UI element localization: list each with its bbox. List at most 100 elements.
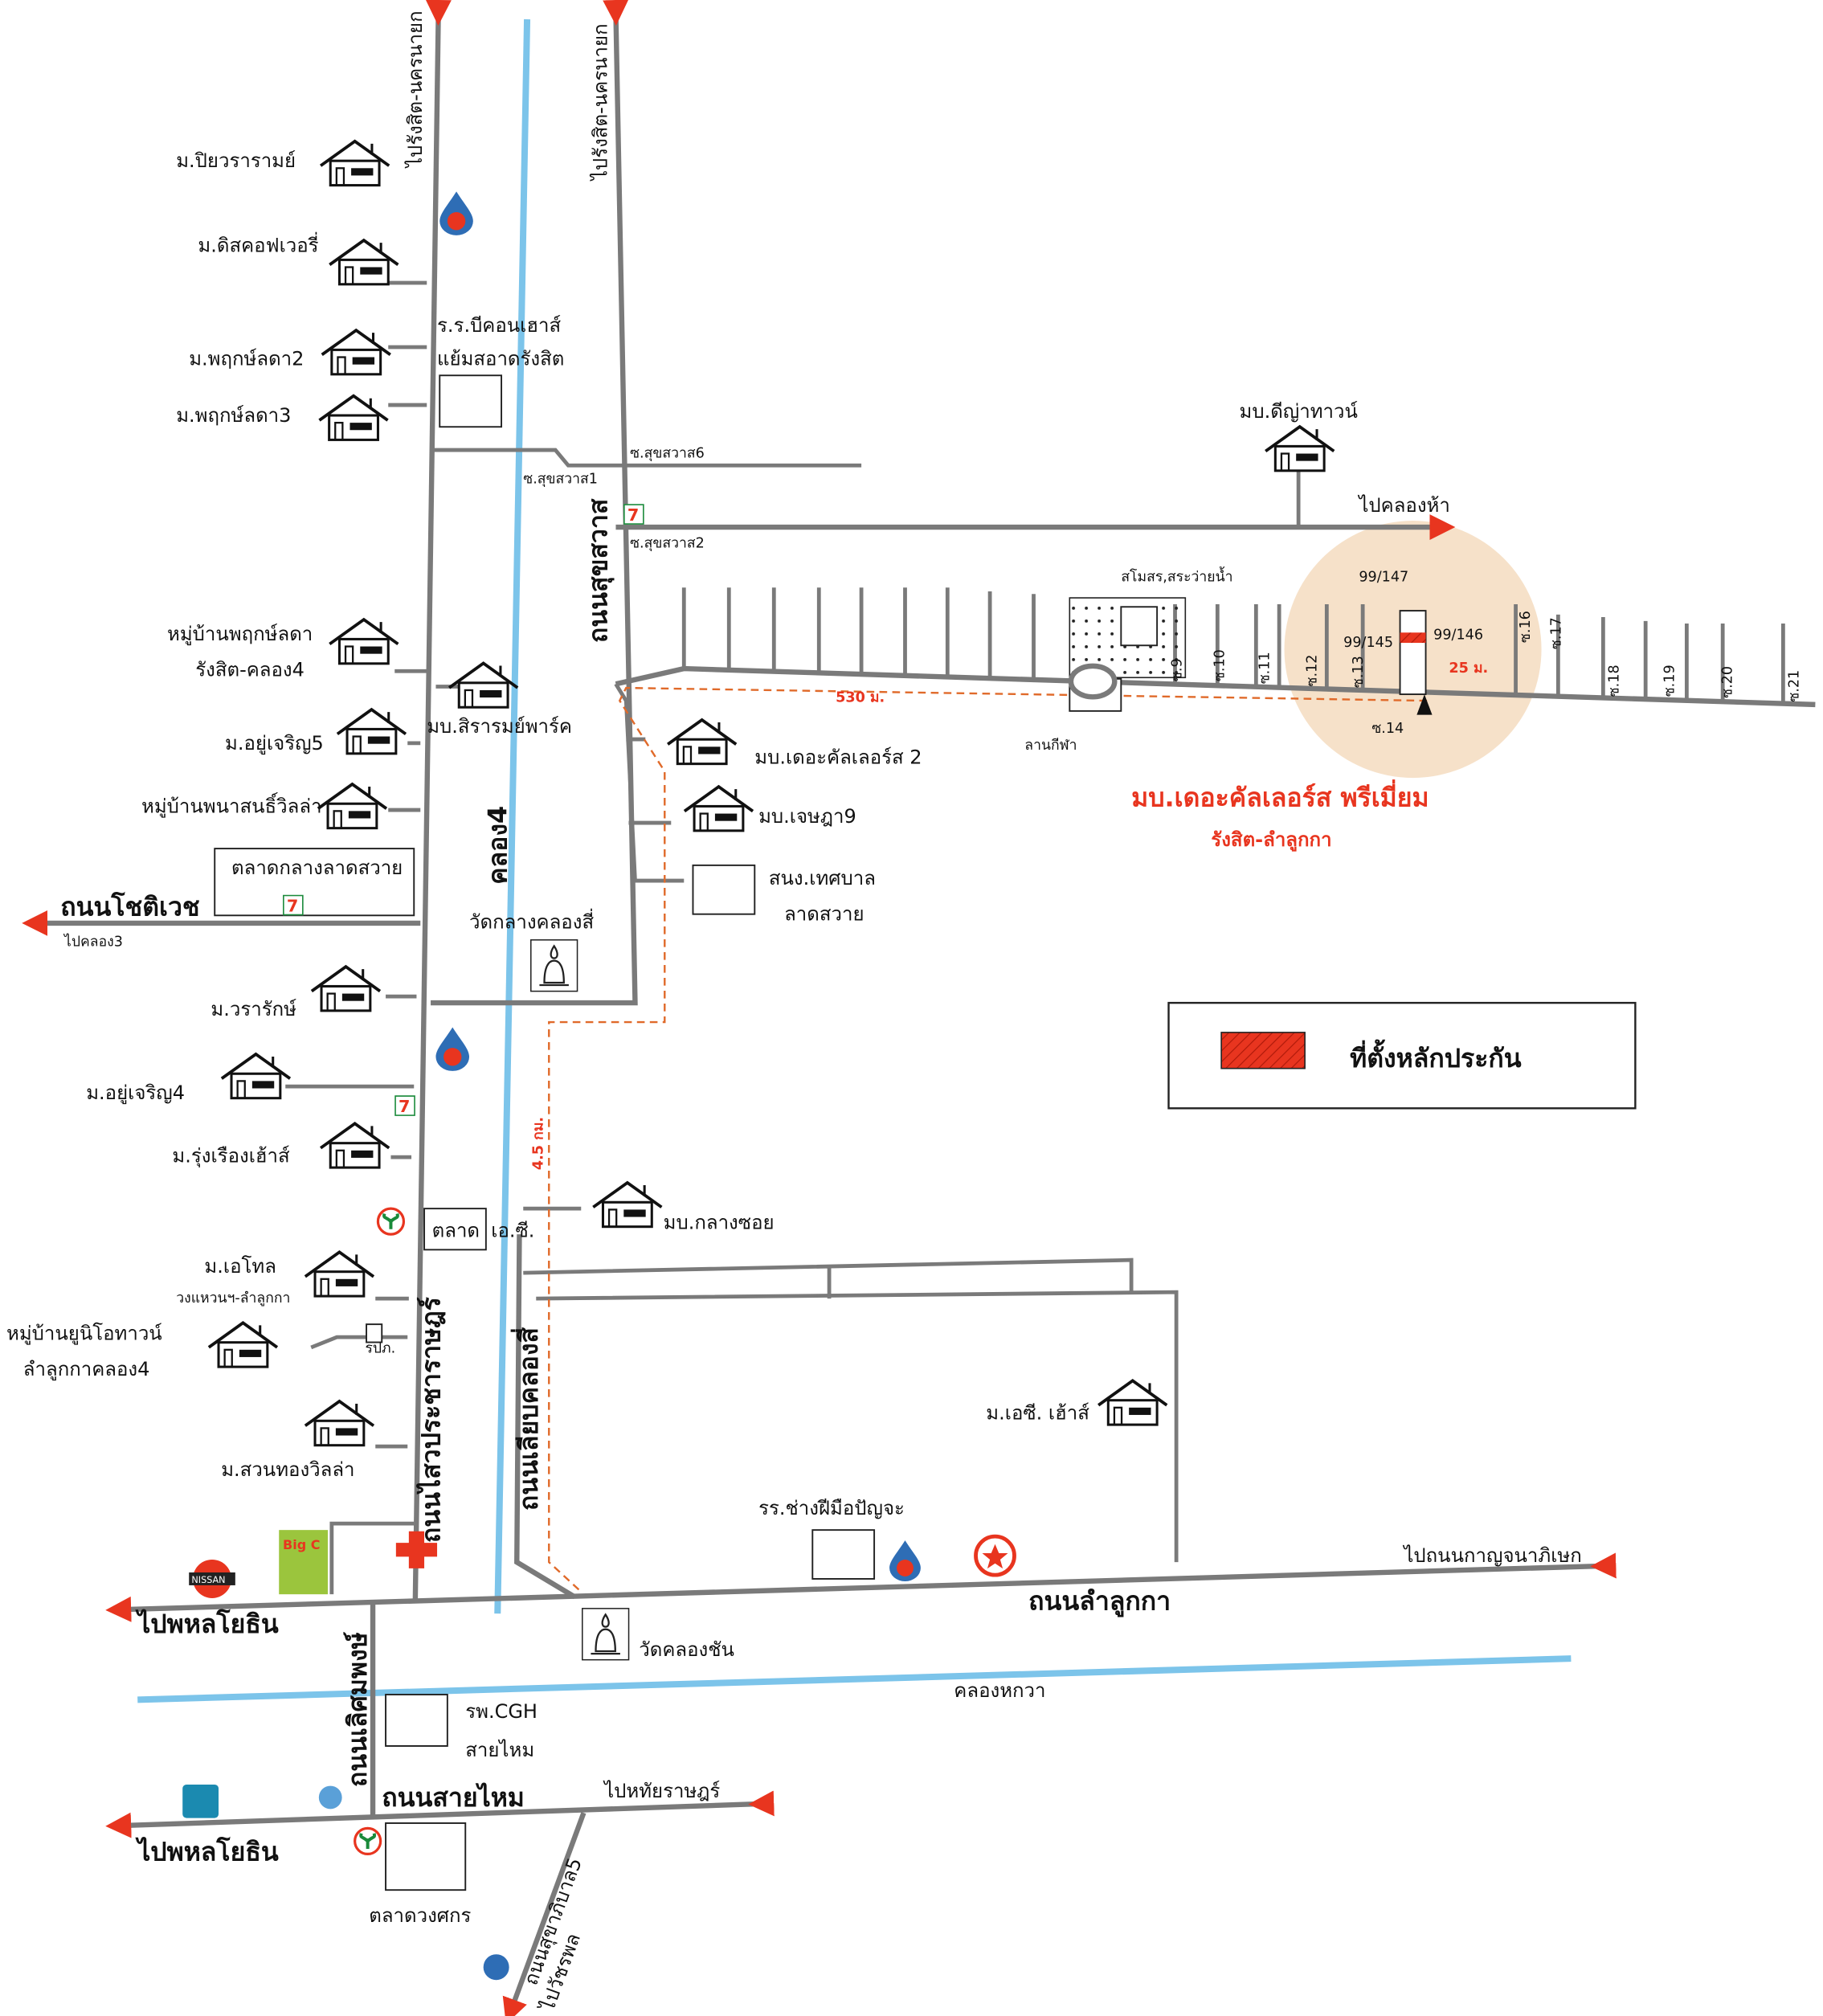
chotiwet-label: ถนนโชติเวช [60, 891, 199, 922]
ptt-station-icon [435, 1027, 470, 1071]
place-label: สนง.เทศบาล [769, 867, 876, 889]
place-label: แย้มสอาดรังสิต [437, 347, 564, 370]
house-icon [448, 661, 520, 709]
place-label: ม.ปิยวรารามย์ [176, 149, 296, 172]
house-icon [591, 1181, 664, 1229]
kasikorn-bank-icon [355, 1828, 381, 1854]
place-label: ตลาดวงศกร [369, 1904, 471, 1927]
svg-text:ซ.9: ซ.9 [1170, 658, 1186, 681]
svg-text:ซ.12: ซ.12 [1305, 655, 1321, 687]
legend-swatch [1220, 1032, 1306, 1069]
club-label: สโมสร,สระว่ายน้ำ [1121, 566, 1232, 585]
place-label: ม.วรารักษ์ [211, 998, 296, 1020]
place-label: รร.ช่างฝีมือปัญจะ [758, 1497, 905, 1519]
place-label: ม.ดิสคอฟเวอรี่ [198, 232, 318, 257]
distance-4-5km: 4.5 กม. [530, 1117, 546, 1170]
place-label: ม.อยู่เจริญ5 [225, 732, 324, 755]
place-label: หมู่บ้านพฤกษ์ลดา [167, 623, 313, 646]
ptt-station-icon [889, 1540, 921, 1581]
plot-146: 99/146 [1433, 627, 1483, 643]
to-khlong5-label: ไปคลองห้า [1357, 494, 1450, 517]
svg-text:ซ.11: ซ.11 [1257, 652, 1273, 684]
sports-label: ลานกีฬา [1024, 738, 1077, 754]
soi6-label: ซ.สุขสวาส6 [630, 446, 705, 462]
house-icon [666, 718, 738, 766]
sai-prachaya-label: ถนนไสวประชาราษฎร์ [415, 1297, 446, 1543]
place-label: ม.รุ่งเรืองเฮ้าส์ [172, 1145, 290, 1168]
ptt-station-icon [439, 191, 473, 235]
plot-block [1399, 610, 1427, 696]
place-label: เอ.ซี. [491, 1219, 534, 1241]
ac-market [423, 1208, 487, 1251]
kasikorn-bank-icon [378, 1208, 403, 1234]
target-subtitle: รังสิต-ลำลูกกา [1211, 828, 1331, 852]
to-rangsit-label: ไปรังสิต-นครนายก [404, 10, 427, 169]
soi1-label: ซ.สุขสวาส1 [523, 472, 598, 488]
place-label: วงแหวนฯ-ลำลูกกา [176, 1290, 290, 1307]
house-icon [317, 394, 390, 442]
duangsakon-market [385, 1822, 467, 1891]
place-label: หมู่บ้านยูนิโอทาวน์ [6, 1322, 162, 1345]
place-label: มบ.เจษฎา9 [758, 805, 856, 828]
craft-school-building [811, 1529, 876, 1580]
lamlukka-road [105, 1552, 1617, 1622]
temple-icon [581, 1607, 630, 1661]
plot-145: 99/145 [1343, 635, 1393, 651]
liap-khlong-label: ถนนเลียบคลองสี่ [510, 1327, 544, 1511]
house-icon [319, 139, 391, 187]
svg-text:ซ.17: ซ.17 [1549, 617, 1565, 649]
latsawai-market [214, 848, 415, 917]
place-label: หมู่บ้านพนาสนธิ์วิลล่า [141, 791, 322, 818]
seven-eleven-icon [623, 504, 644, 525]
sanong-building [692, 864, 756, 915]
place-label: มบ.กลางซอย [664, 1212, 775, 1234]
place-label: ม.เอโทล [204, 1255, 276, 1278]
plot-147: 99/147 [1359, 569, 1408, 585]
to-hathai-label: ไปหทัยราษฎร์ [603, 1780, 720, 1802]
house-icon [206, 1321, 279, 1369]
bank-icon [483, 1954, 509, 1981]
to-phahon-label: ไปพหลโยธิน [135, 1836, 279, 1867]
soi-labels: ซ.9 ซ.10 ซ.11 ซ.12 ซ.13 ซ.16 ซ.17 ซ.18 ซ… [1170, 611, 1803, 702]
house-icon [320, 329, 392, 376]
legend: ที่ตั้งหลักประกัน [1167, 1001, 1637, 1110]
lamlukka-label: ถนนลำลูกกา [1028, 1585, 1171, 1617]
svg-text:ซ.20: ซ.20 [1719, 666, 1735, 698]
house-icon [303, 1250, 375, 1298]
bigc-label: Big C [283, 1537, 320, 1552]
place-label: มบ.สิรารมย์พาร์ค [427, 715, 572, 738]
target-title: มบ.เดอะคัลเลอร์ส พรีเมี่ยม [1131, 779, 1429, 812]
place-label: ม.สวนทองวิลล่า [221, 1458, 354, 1481]
loet-phong-label: ถนนเลิศมพงษ์ [342, 1632, 373, 1788]
khlong-hok-wa-label: คลองหกวา [954, 1679, 1045, 1702]
svg-text:ซ.19: ซ.19 [1662, 665, 1678, 697]
hospital-building [385, 1694, 448, 1747]
place-label: รปภ. [365, 1340, 395, 1356]
sukhasawat-road-label: ถนนสุขสวาส [582, 498, 615, 643]
svg-text:ซ.21: ซ.21 [1787, 670, 1803, 702]
sai-prachaya-road [412, 0, 452, 1601]
seven-eleven-icon [394, 1095, 415, 1116]
khlong-hok-wa-canal [137, 1655, 1572, 1703]
soi-14: ซ.14 [1371, 721, 1404, 737]
house-icon [1097, 1379, 1169, 1427]
bank-icon [182, 1784, 219, 1818]
svg-text:ซ.10: ซ.10 [1212, 649, 1228, 681]
khlong4-label: คลอง4 [482, 806, 513, 885]
place-label: ร.ร.บีคอนเฮาส์ [437, 314, 561, 337]
house-icon [328, 618, 400, 665]
place-label: ตลาด [432, 1219, 480, 1241]
house-icon [1264, 425, 1336, 472]
collateral-plot [1400, 632, 1426, 644]
to-kanchana-label: ไปถนนกาญจนาภิเษก [1402, 1544, 1581, 1567]
house-icon [335, 708, 407, 755]
place-label: ม.อยู่เจริญ4 [86, 1082, 185, 1105]
sai-mai-road [105, 1790, 775, 1838]
bigc-logo [279, 1530, 329, 1595]
place-label: วัดกลางคลองสี่ [469, 908, 594, 933]
house-icon [682, 785, 754, 832]
place-label: ลำลูกกาคลอง4 [23, 1358, 150, 1381]
place-label: มบ.ดีญ่าทาวน์ [1240, 400, 1359, 423]
beaconhouse-building [439, 374, 503, 428]
